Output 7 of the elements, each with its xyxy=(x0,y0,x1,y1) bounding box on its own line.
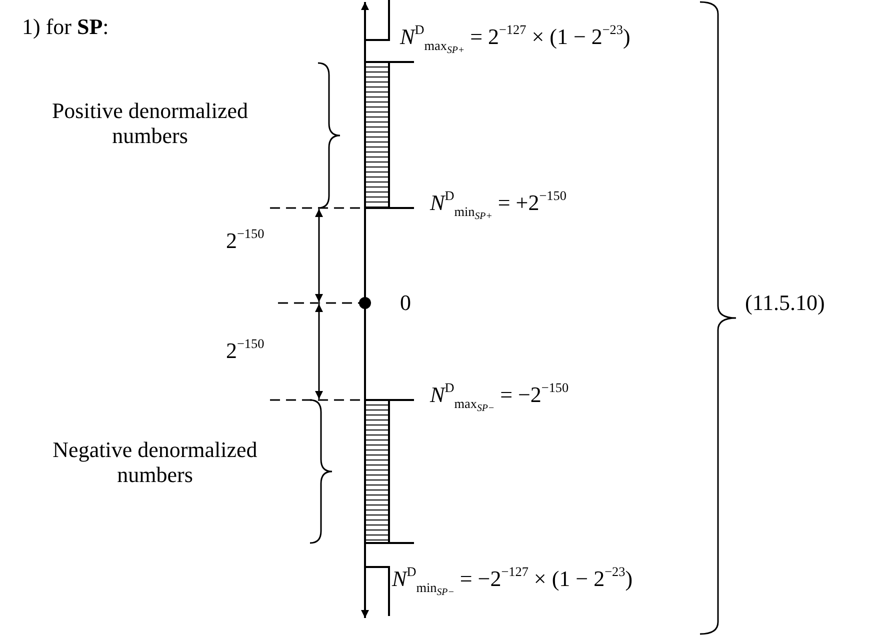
section-heading: 1) for SP: xyxy=(22,14,109,40)
dimension-label: 2$^{−150}$ xyxy=(226,338,264,364)
range-label: Positive denormalized numbers xyxy=(50,98,250,149)
range-label: Negative denormalized numbers xyxy=(52,437,258,488)
zero-label: 0 xyxy=(400,290,411,316)
dimension-label: 2$^{−150}$ xyxy=(226,228,264,254)
equation-number: (11.5.10) xyxy=(745,290,825,316)
